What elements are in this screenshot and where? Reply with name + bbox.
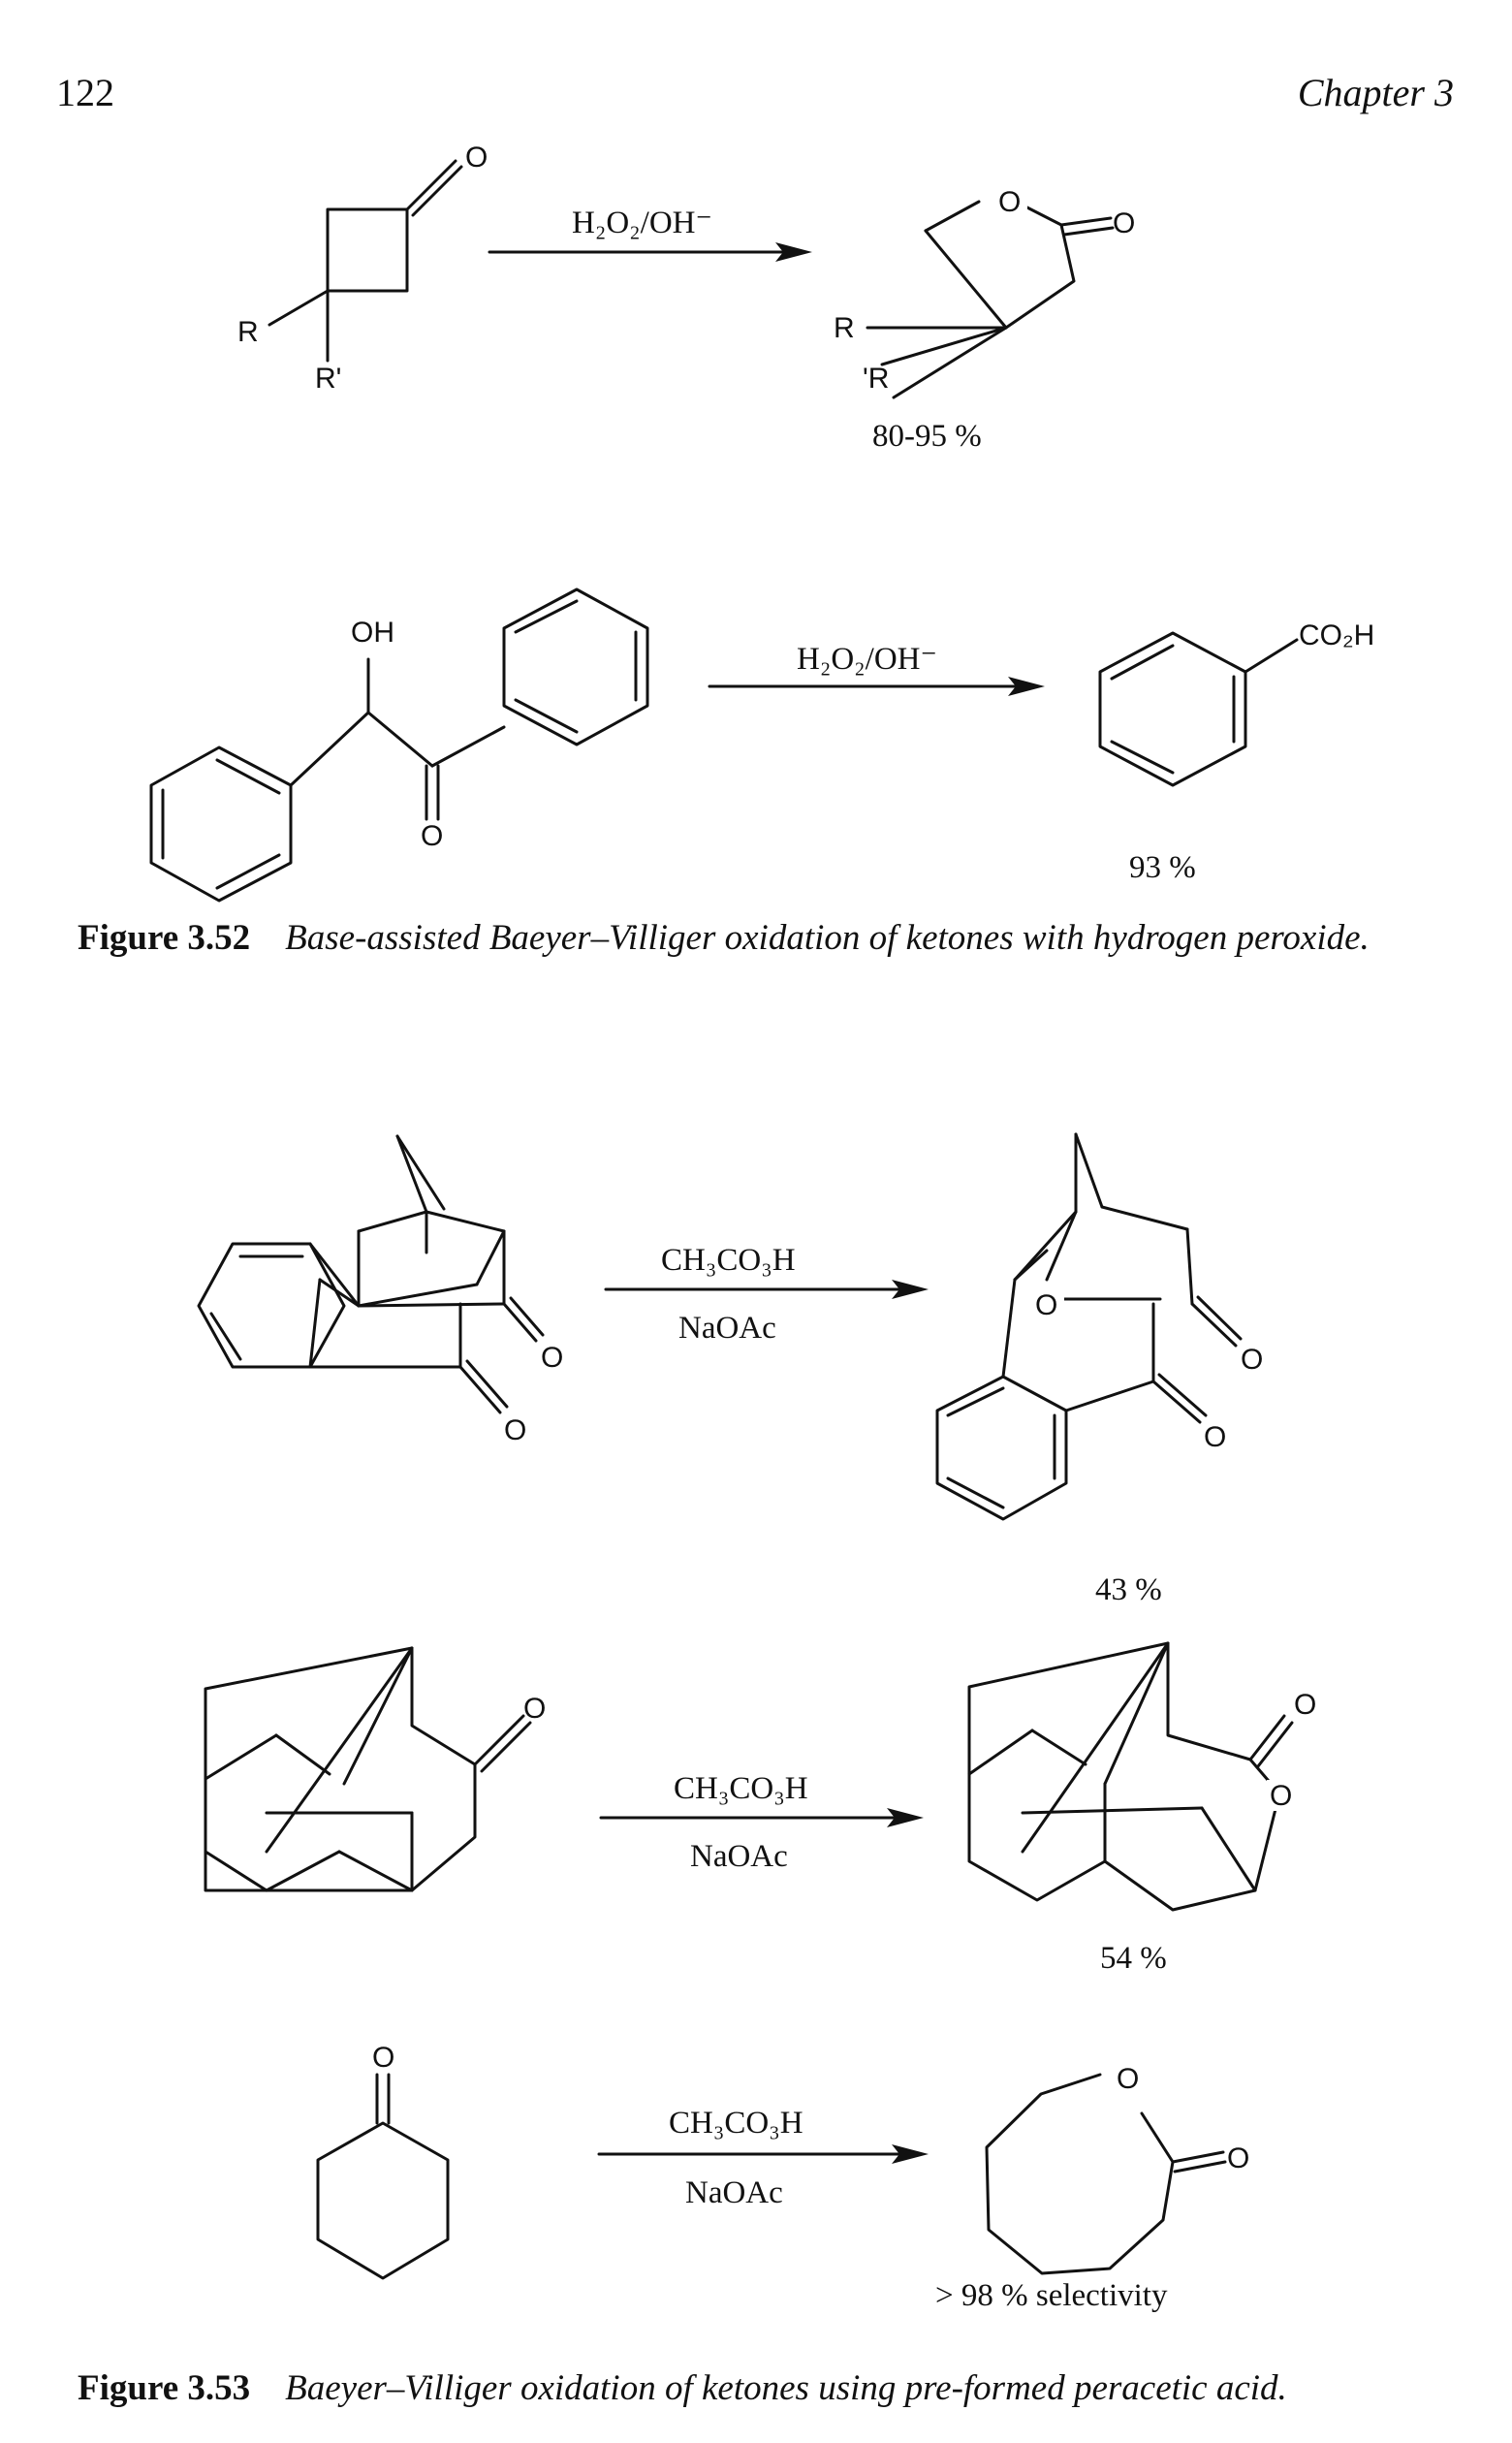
atom-label: O xyxy=(1204,1421,1226,1453)
substituent-label: R' xyxy=(315,363,341,395)
figure-caption-3-53: Figure 3.53 Baeyer–Villiger oxidation of … xyxy=(78,2367,1287,2409)
atom-label: O xyxy=(998,186,1021,218)
polycyclic-lactone-structure xyxy=(935,1132,1243,1521)
yield-label: 80-95 % xyxy=(872,419,982,454)
atom-label: O xyxy=(1294,1689,1316,1721)
reagent-label: H₂O₂/OH⁻ xyxy=(572,206,712,240)
reagent-bottom-label: NaOAc xyxy=(685,2175,783,2210)
atom-label: O xyxy=(1113,207,1135,239)
cage-ketone-structure xyxy=(204,1646,532,1892)
atom-label: O xyxy=(1035,1289,1057,1321)
yield-label: > 98 % selectivity xyxy=(935,2278,1168,2313)
cyclobutanone-structure xyxy=(268,159,463,363)
yield-label: 93 % xyxy=(1129,850,1196,885)
benzoic-acid-structure xyxy=(1098,631,1299,787)
atom-label: O xyxy=(372,2042,394,2074)
substituent-label: CO₂H xyxy=(1299,619,1374,651)
reagent-bottom-label: NaOAc xyxy=(690,1839,788,1874)
atom-label: O xyxy=(1270,1780,1292,1812)
reagent-top-label: CH₃CO₃H xyxy=(661,1243,796,1278)
figure-label: Figure 3.53 xyxy=(78,2368,251,2408)
substituent-label: R xyxy=(237,316,259,348)
atom-label: O xyxy=(421,820,443,852)
chapter-title: Chapter 3 xyxy=(1297,71,1454,114)
cage-lactone-structure xyxy=(967,1641,1294,1912)
atom-label: OH xyxy=(351,617,394,649)
caption-text: Baeyer–Villiger oxidation of ketones usi… xyxy=(285,2368,1287,2408)
reagent-top-label: CH₃CO₃H xyxy=(669,2106,803,2141)
caption-text: Base-assisted Baeyer–Villiger oxidation … xyxy=(285,918,1370,958)
atom-label: O xyxy=(465,142,488,174)
substituent-label: R xyxy=(834,312,855,344)
cyclohexanone-structure xyxy=(316,2073,450,2280)
page-number: 122 xyxy=(56,71,114,114)
atom-label: O xyxy=(504,1414,526,1446)
benzoin-structure xyxy=(149,587,649,903)
caprolactone-structure xyxy=(985,2073,1227,2275)
atom-label: O xyxy=(523,1693,546,1725)
yield-label: 43 % xyxy=(1095,1572,1162,1607)
reagent-bottom-label: NaOAc xyxy=(678,1311,776,1346)
figure-label: Figure 3.52 xyxy=(78,918,251,958)
reagent-top-label: CH₃CO₃H xyxy=(674,1771,808,1806)
atom-label: O xyxy=(1241,1344,1263,1376)
substituent-label: 'R xyxy=(863,363,889,395)
figure-caption-3-52: Figure 3.52 Base-assisted Baeyer–Villiger… xyxy=(78,917,1370,959)
atom-label: O xyxy=(541,1342,563,1374)
butyrolactone-structure xyxy=(866,200,1115,399)
reagent-label: H₂O₂/OH⁻ xyxy=(797,642,937,677)
atom-label: O xyxy=(1227,2142,1249,2174)
yield-label: 54 % xyxy=(1100,1941,1167,1976)
atom-label: O xyxy=(1117,2063,1139,2095)
polycyclic-diketone-structure xyxy=(197,1134,545,1414)
